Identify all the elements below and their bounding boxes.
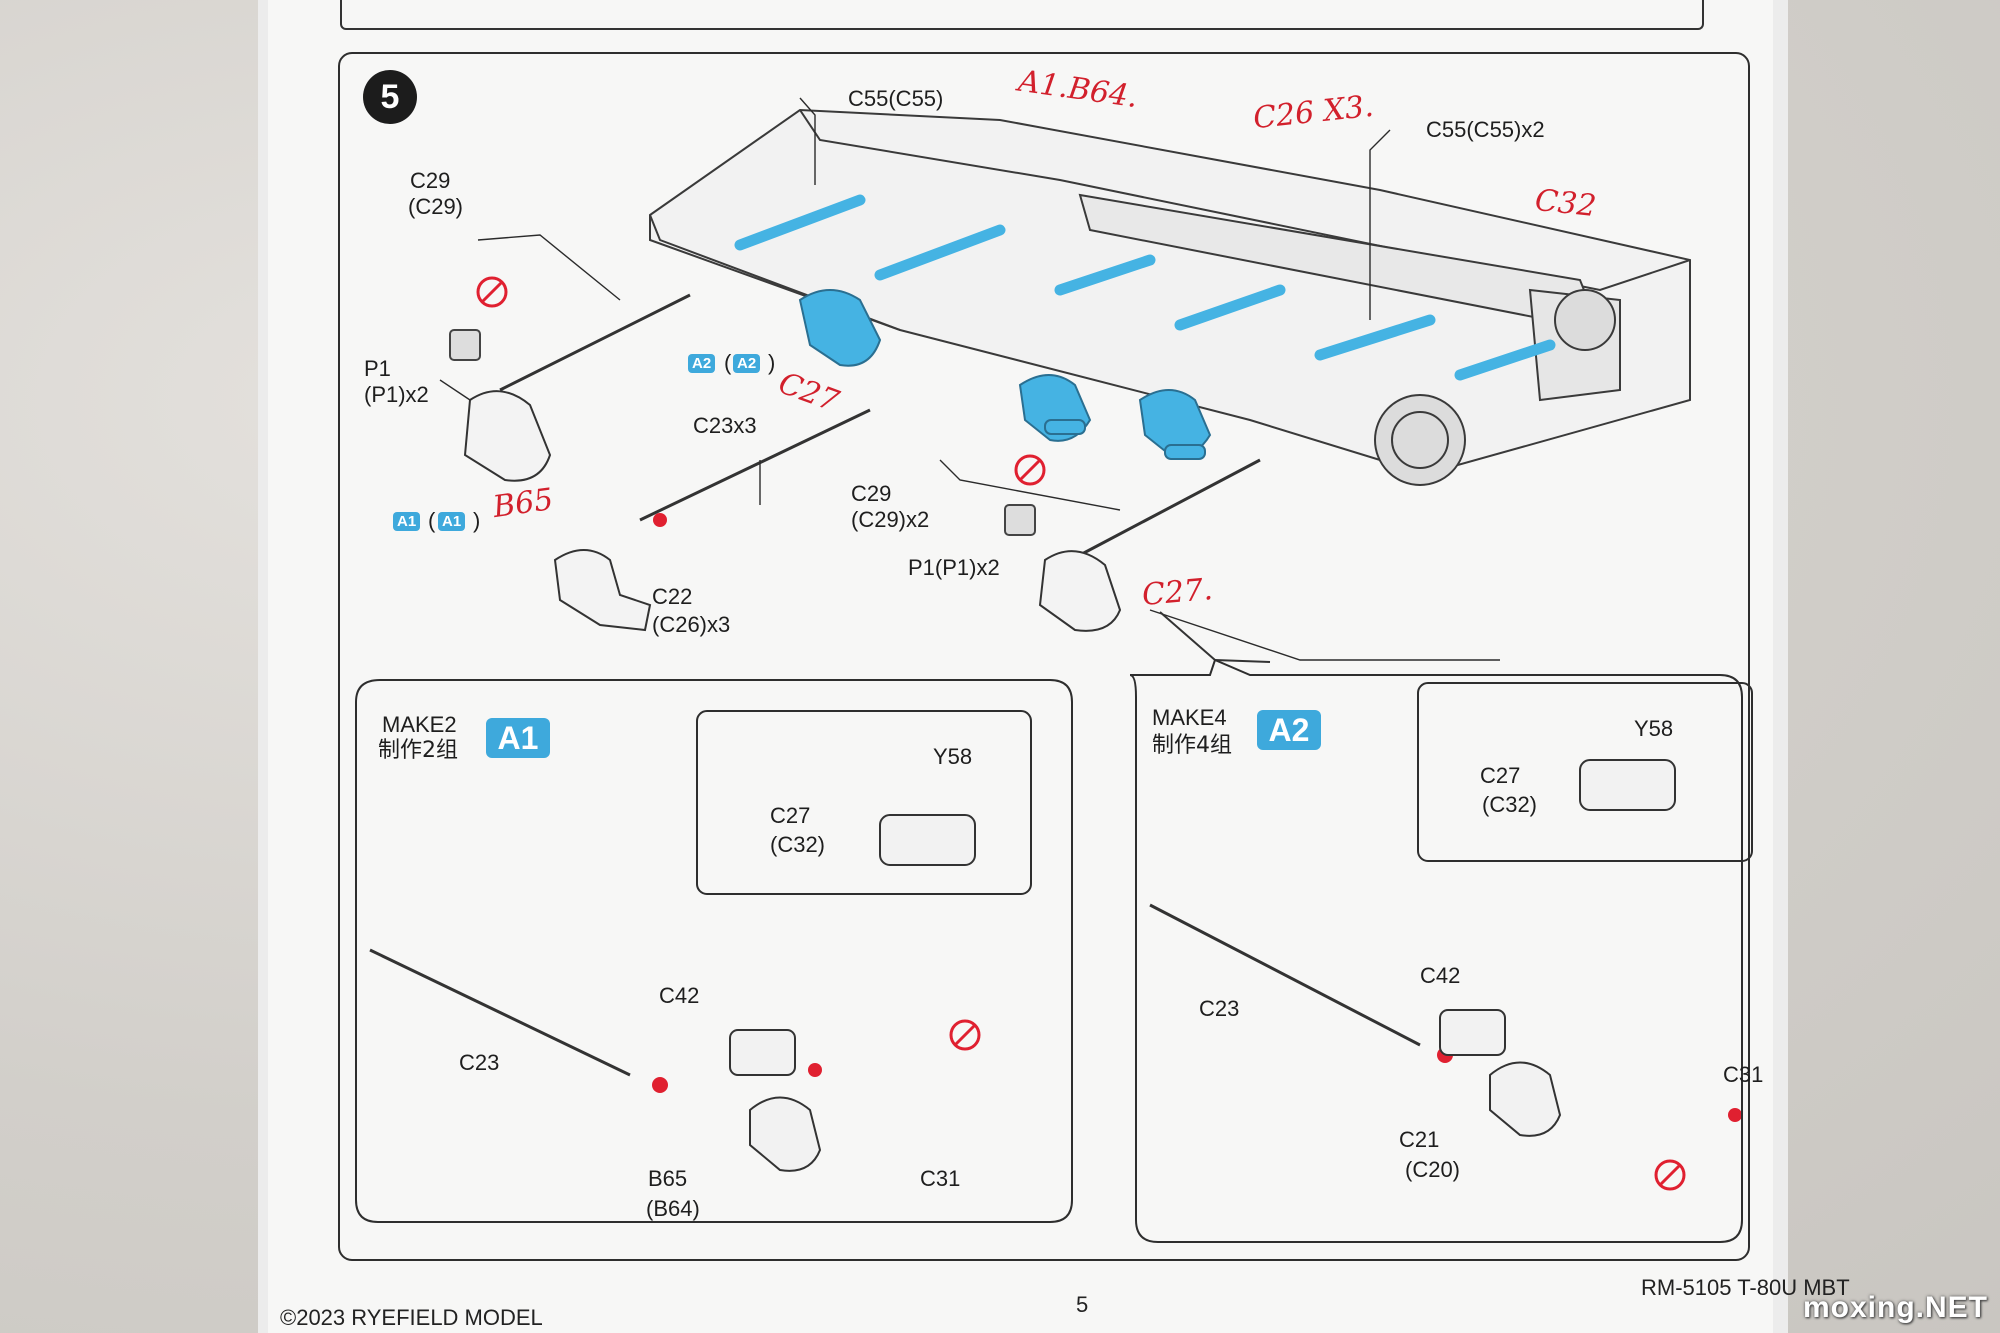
label-c29-mid-x2: (C29)x2 [851,507,930,532]
panel-a1-c31: C31 [920,1166,961,1191]
footer-model: RM-5105 T-80U MBT [1641,1275,1850,1300]
torsion-rods [499,293,1261,557]
label-c29-top: C29 [410,168,451,193]
paren-close-a1: ) [473,508,481,533]
panel-a1-b64: (B64) [646,1196,700,1221]
paren-close: ) [768,350,776,375]
label-c23x3: C23x3 [693,413,757,438]
panel-a1-make: MAKE2 [382,712,457,737]
panel-a1-make-cn: 制作2组 [378,738,458,763]
callout-pointer [1159,611,1271,663]
label-p1-left-x2: (P1)x2 [364,382,429,407]
tag-a2: A2 [688,354,716,373]
panel-a2-c20: (C20) [1405,1157,1461,1182]
label-c29-mid: C29 [851,481,892,506]
step-frame [338,52,1750,1261]
panel-a2-c23: C23 [1199,996,1240,1021]
leader-lines [439,97,1500,661]
panel-a2-c27: C27 [1480,763,1521,788]
label-c22-c26-x3: (C26)x3 [652,612,731,637]
paren-open: ( [724,350,732,375]
label-c22: C22 [652,584,693,609]
hull-drawing [649,108,1691,486]
panel-parts [369,759,1676,1172]
watermark: moxing.NET [1802,1291,1988,1324]
tag-a1-paren: A1 [438,512,466,531]
panel-a1-tag: A1 [486,718,550,758]
label-c55: C55(C55) [848,86,944,111]
panel-a1-b65: B65 [648,1166,688,1191]
tag-a1: A1 [393,512,421,531]
paren-open-a1: ( [428,508,436,533]
panel-a1-c27: C27 [770,803,811,828]
handwritten-c32: C32 [1533,182,1598,225]
panel-a1-c32: (C32) [770,832,826,857]
torsion-bars-highlight [734,194,1556,381]
label-p1-left: P1 [364,356,391,381]
panel-a2-make: MAKE4 [1152,705,1227,730]
label-c29-top-paren: (C29) [408,194,464,219]
panel-a1-y58: Y58 [933,744,973,769]
step-number: 5 [363,70,417,124]
footer-page-number: 5 [1076,1292,1089,1317]
previous-step-frame [340,0,1704,30]
suspension-arms-highlight [798,289,1212,460]
panel-a2-y58: Y58 [1634,716,1674,741]
label-c55-x2: C55(C55)x2 [1426,117,1545,142]
footer-copyright: ©2023 RYEFIELD MODEL [280,1305,543,1330]
panel-a1-c42: C42 [659,983,700,1008]
panel-a2-c21: C21 [1399,1127,1440,1152]
handwritten-c27-b: C27. [1140,571,1215,614]
label-p1-mid: P1(P1)x2 [908,555,1000,580]
panel-a2-c42: C42 [1420,963,1461,988]
no-glue-icons [476,276,1686,1191]
panel-a2-c32: (C32) [1482,792,1538,817]
sub-panels [355,658,1753,1243]
panel-a2-c31: C31 [1723,1062,1764,1087]
panel-a2-make-cn: 制作4组 [1152,733,1232,758]
panel-a2-tag: A2 [1257,710,1321,750]
springs [449,329,1036,536]
panel-a1-c23: C23 [459,1050,500,1075]
tag-a2-paren: A2 [733,354,761,373]
arm-parts [463,390,1122,632]
